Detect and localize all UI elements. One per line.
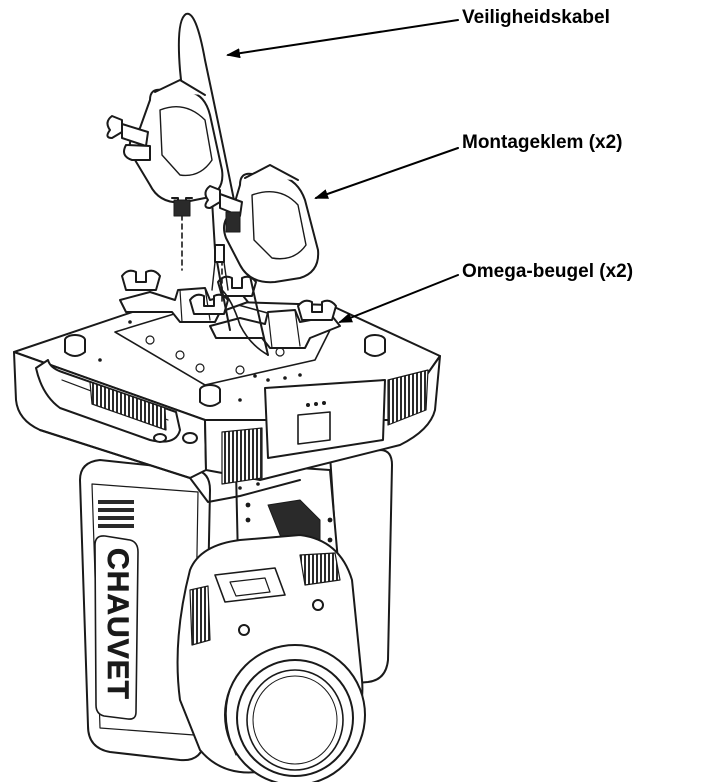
callout-arrows [226,19,459,323]
head [176,534,366,782]
callout-omega-bracket: Omega-beugel (x2) [462,261,634,282]
base-grille-front [221,427,263,485]
head-vent-left [189,585,211,646]
base-grille-right [387,369,429,426]
arrow-mounting-clamp [314,147,459,199]
display-screen [297,411,331,445]
callout-safety-cable: Veiligheidskabel [462,7,610,28]
omega-bracket-assembly [114,269,341,386]
brand-logo: CHAUVET [101,548,134,700]
arrow-omega-bracket [338,274,459,323]
mounting-clamp-left [106,79,224,271]
base-feet [64,334,386,444]
mounting-clamp-right [204,164,320,306]
arrow-safety-cable [226,19,459,59]
head-vent-right [299,552,341,586]
yoke-left-vents [98,500,134,528]
lens-glass [246,669,344,771]
quarter-turn-fasteners [121,269,337,321]
omega-bracket-right [209,309,341,349]
lens-ring [236,659,354,777]
brand-plate [94,535,139,720]
callout-mounting-clamp: Montageklem (x2) [462,132,623,153]
base-grille-left [89,381,167,431]
base-front-right [204,355,441,481]
display-buttons [306,401,326,407]
